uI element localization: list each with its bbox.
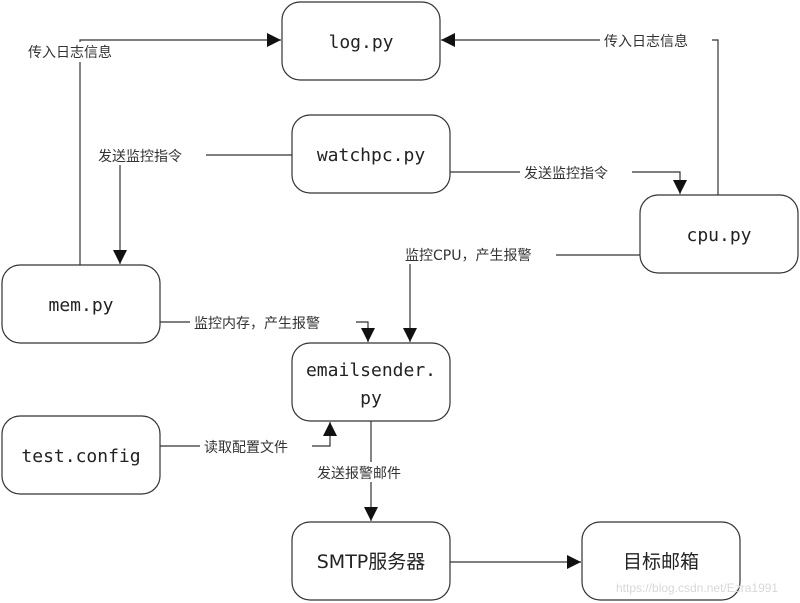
label-cpu-to-log: 传入日志信息 — [604, 33, 688, 50]
edge-cpu-to-log — [441, 33, 719, 195]
node-mem-py-label: mem.py — [48, 295, 113, 316]
node-mem-py[interactable]: mem.py — [1, 264, 161, 344]
label-cpu-to-emailsender: 监控CPU，产生报警 — [405, 248, 531, 264]
node-emailsender-py-label-line1: emailsender. — [306, 360, 436, 381]
label-mem-to-log: 传入日志信息 — [28, 44, 112, 61]
node-cpu-py-label: cpu.py — [686, 225, 751, 246]
label-mem-to-emailsender: 监控内存，产生报警 — [194, 316, 320, 332]
node-emailsender-py[interactable]: emailsender. py — [291, 342, 451, 422]
node-target-mailbox-label: 目标邮箱 — [623, 551, 699, 573]
label-config-to-emailsender: 读取配置文件 — [204, 439, 288, 456]
node-test-config[interactable]: test.config — [1, 415, 161, 495]
node-test-config-label: test.config — [21, 446, 140, 467]
node-smtp-server[interactable]: SMTP服务器 — [291, 521, 451, 601]
label-watchpc-to-mem: 发送监控指令 — [98, 149, 182, 165]
node-watchpc-py-label: watchpc.py — [317, 145, 426, 166]
node-log-py-label: log.py — [328, 32, 393, 53]
edge-watchpc-to-mem — [113, 154, 292, 264]
edge-mem-to-log — [79, 33, 281, 265]
node-log-py[interactable]: log.py — [281, 1, 441, 81]
node-watchpc-py[interactable]: watchpc.py — [291, 114, 451, 194]
edge-cpu-to-emailsender — [403, 254, 640, 342]
label-emailsender-to-smtp: 发送报警邮件 — [317, 466, 401, 482]
node-emailsender-py-label-line2: py — [360, 388, 382, 409]
label-watchpc-to-cpu: 发送监控指令 — [524, 166, 608, 182]
node-cpu-py[interactable]: cpu.py — [639, 194, 799, 274]
node-smtp-server-label: SMTP服务器 — [317, 551, 426, 573]
watermark: https://blog.csdn.net/Ezra1991 — [616, 581, 778, 595]
node-target-mailbox[interactable]: 目标邮箱 — [581, 521, 741, 601]
